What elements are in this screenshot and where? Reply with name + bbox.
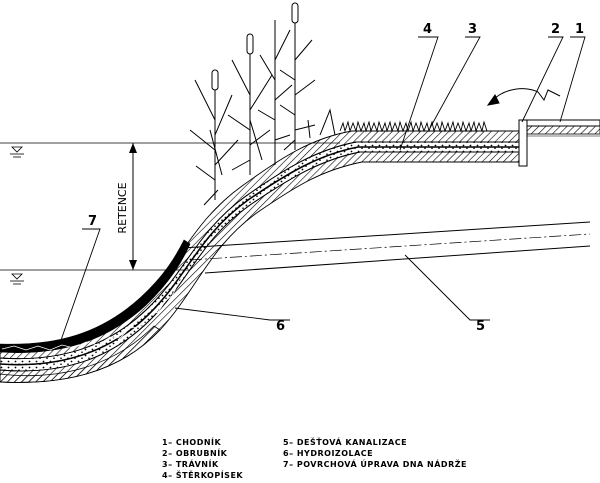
hydroizolace-line	[0, 146, 520, 366]
topsoil-hatch	[0, 130, 521, 360]
marker-3: 3	[468, 22, 477, 37]
reed-plant-icon	[189, 2, 336, 206]
sidewalk	[526, 119, 600, 127]
water-level-icon	[10, 273, 24, 285]
legend-item: 4– ŠTĚRKOPÍSEK	[162, 471, 244, 480]
storm-drain-pipe	[181, 221, 591, 274]
legend-right: 5– DEŠŤOVÁ KANALIZACE 6– HYDROIZOLACE 7–…	[283, 437, 467, 470]
legend-item: 6– HYDROIZOLACE	[283, 449, 374, 458]
grass-tufts	[339, 120, 488, 133]
curb	[518, 119, 528, 167]
legend-item: 1– CHODNÍK	[162, 438, 222, 447]
marker-2: 2	[551, 22, 560, 37]
marker-5: 5	[476, 319, 485, 334]
legend-item: 5– DEŠŤOVÁ KANALIZACE	[283, 438, 408, 447]
lining-truss	[1, 275, 185, 351]
legend-item: 3– TRÁVNÍK	[162, 460, 219, 469]
base-hatch	[0, 325, 161, 383]
marker-1: 1	[575, 22, 584, 37]
legend-item: 2– OBRUBNÍK	[162, 449, 228, 458]
marker-4: 4	[423, 22, 432, 37]
legend-item: 7– POVRCHOVÁ ÚPRAVA DNA NÁDRŽE	[283, 460, 467, 469]
retence-label: RETENCE	[116, 182, 129, 233]
retence-dimension	[129, 143, 137, 270]
water-level-icon	[10, 146, 24, 158]
sidewalk-base	[526, 125, 600, 135]
flow-arrow-icon	[486, 88, 561, 106]
marker-leaders	[59, 36, 586, 344]
legend-left: 1– CHODNÍK 2– OBRUBNÍK 3– TRÁVNÍK 4– ŠTĚ…	[162, 437, 243, 481]
marker-7: 7	[88, 214, 97, 229]
marker-6: 6	[276, 319, 285, 334]
